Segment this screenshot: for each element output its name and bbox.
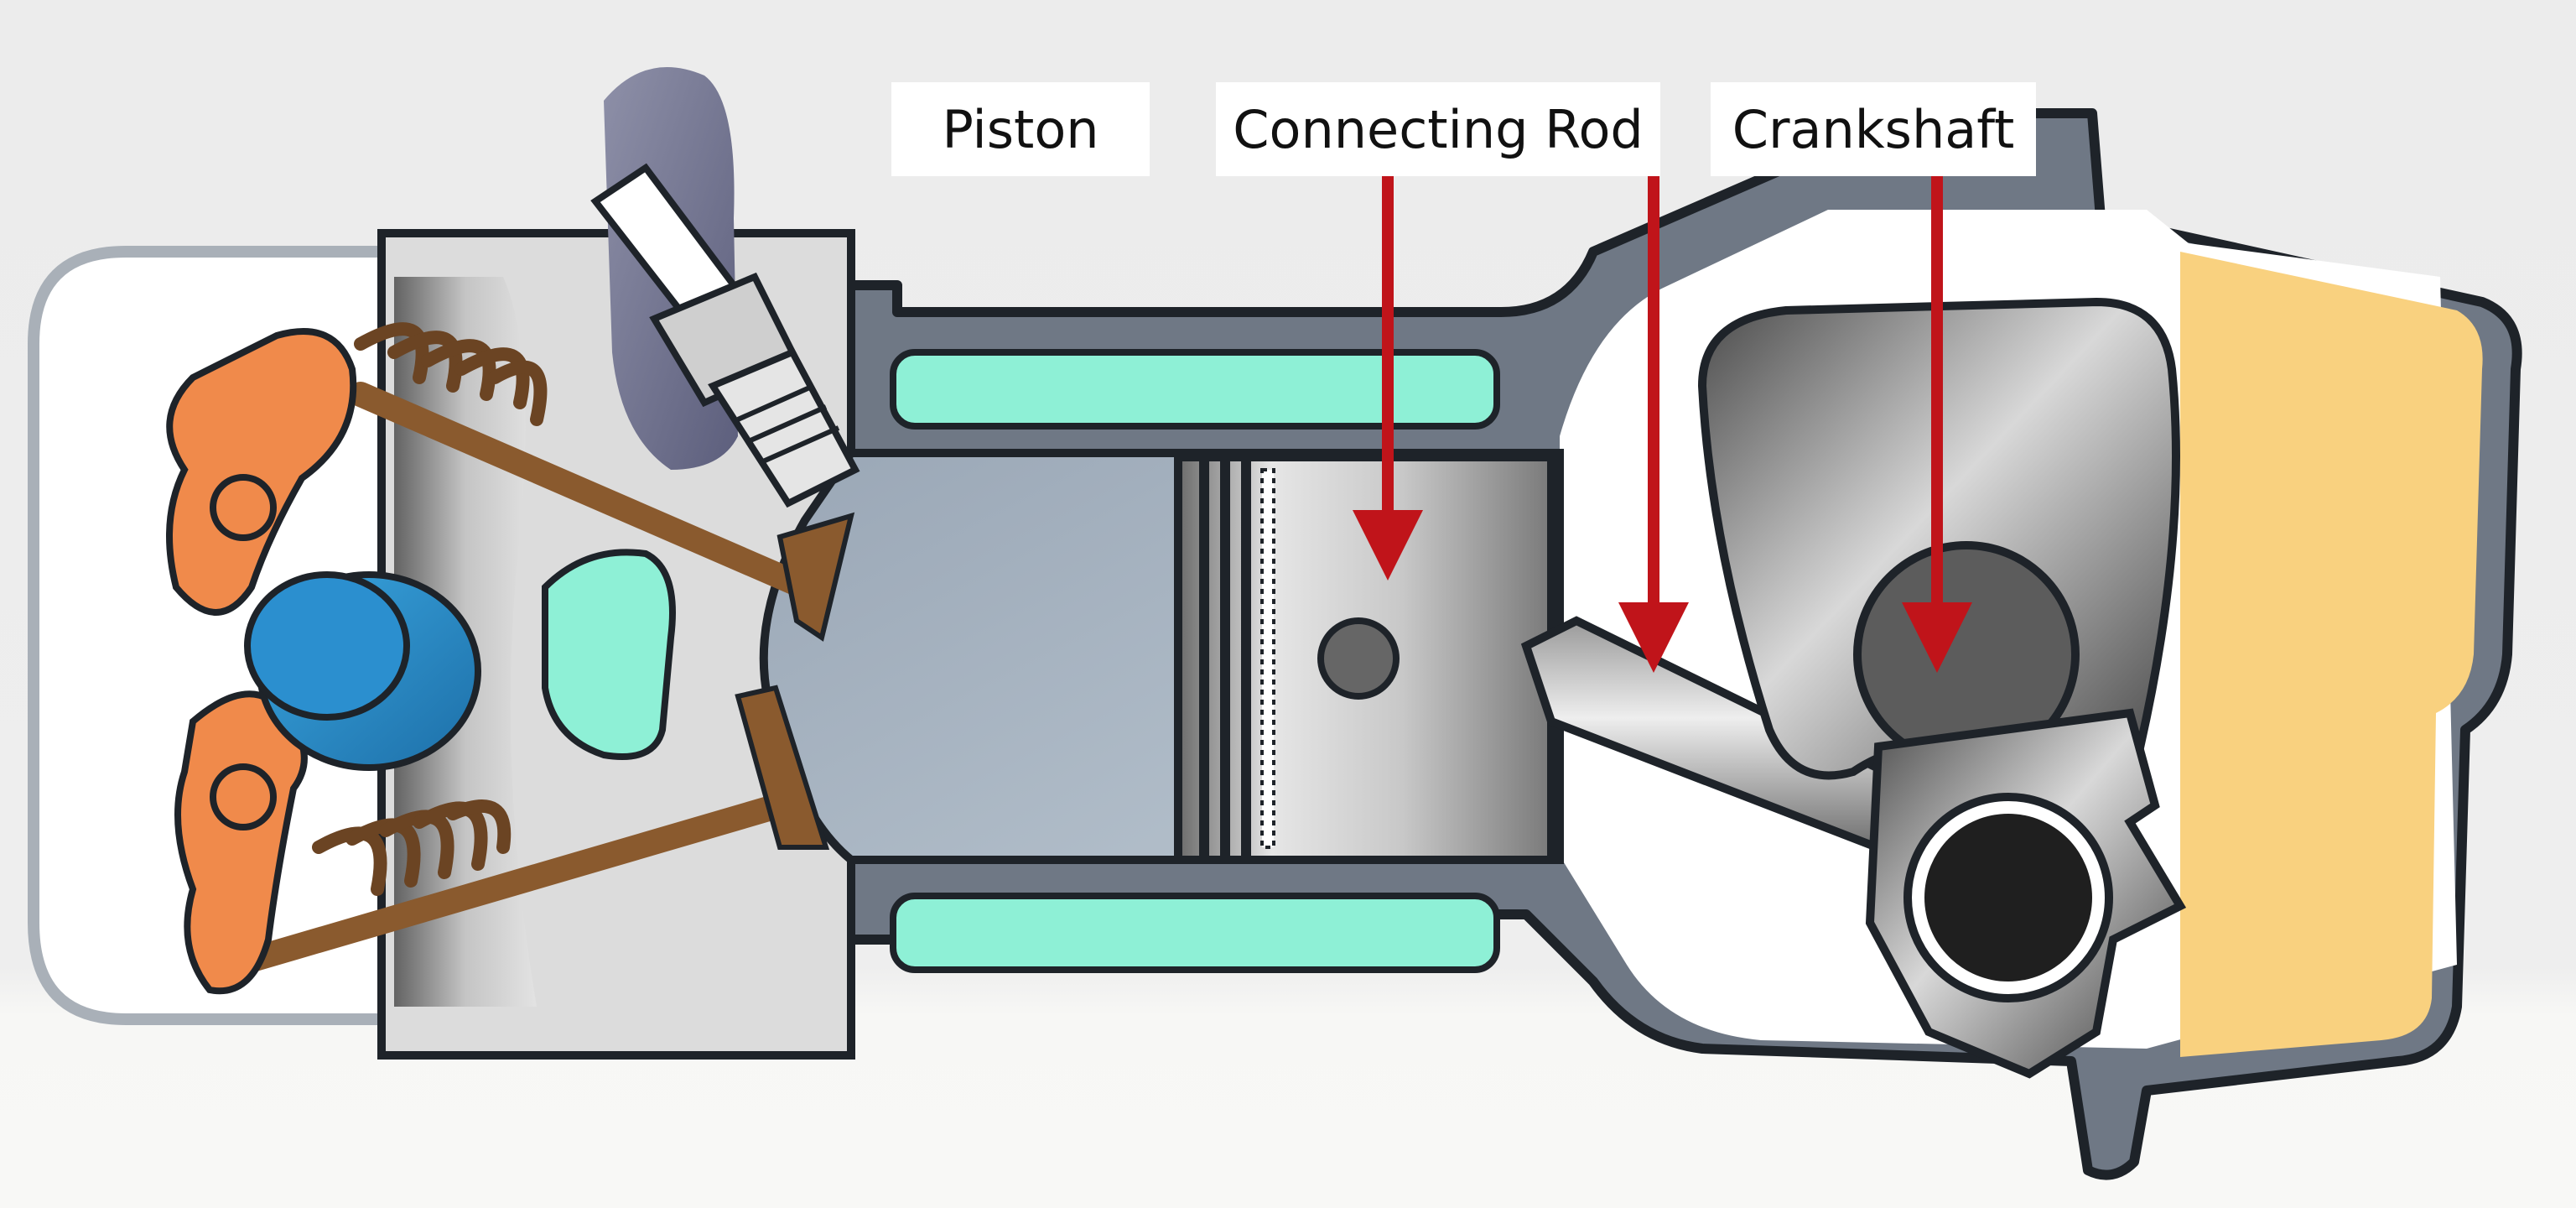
- rocker-arm-icon: [166, 328, 357, 616]
- piston-icon: [1174, 453, 1555, 864]
- exhaust-valve: [222, 685, 830, 977]
- exhaust-valve-spring-icon: [312, 799, 512, 896]
- intake-valve: [348, 382, 855, 642]
- coolant-jacket-top: [890, 349, 1500, 430]
- intake-port: [542, 549, 676, 760]
- oil-pan: [2180, 252, 2483, 1057]
- spark-plug-icon: [590, 67, 860, 508]
- valve-spring-icon: [354, 322, 548, 426]
- camshaft-icon: [244, 571, 481, 771]
- connecting-rod-label: Connecting Rod: [1216, 82, 1660, 176]
- crankshaft-label: Crankshaft: [1711, 82, 2036, 176]
- piston-label: Piston: [891, 82, 1150, 176]
- coolant-jacket-bottom: [890, 893, 1500, 973]
